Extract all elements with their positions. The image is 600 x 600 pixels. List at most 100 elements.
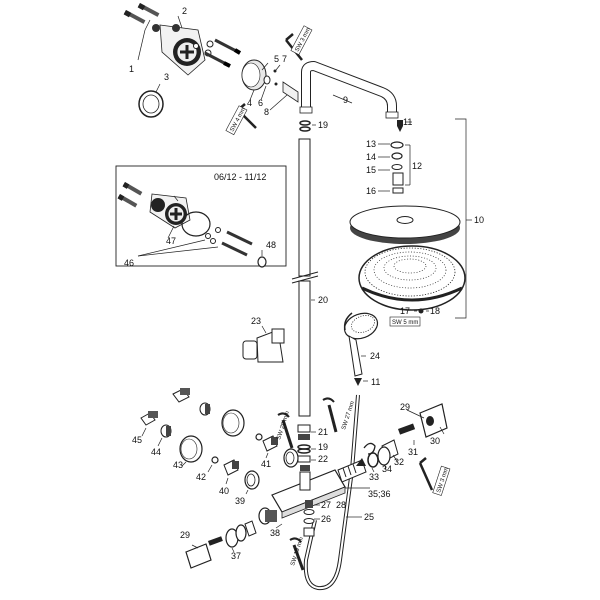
callout-32: 32 [394,457,404,467]
sw3-bottom-label: SW 3 mm [432,465,451,496]
sw5-label: SW 5 mm [389,316,421,327]
callout-9: 9 [343,95,348,105]
shower-holder [242,325,285,363]
callout-24: 24 [370,351,380,361]
shower-arm [299,61,399,119]
callout-38: 38 [270,528,280,538]
faceplate-screw [414,308,429,314]
washer [206,40,214,48]
hose-cone-11 [354,378,368,386]
sw20-label: SW 20 mm [276,411,291,441]
wrench-sw27 [322,397,338,433]
callout-47: 47 [166,236,176,246]
callout-15: 15 [366,165,376,175]
thermostat-body [271,458,370,519]
connector-45 [140,388,190,437]
overhead-shower-body [349,205,461,244]
callout-42: 42 [196,472,206,482]
callout-45: 45 [132,435,142,445]
callout-27: 27 [321,500,331,510]
callout-3: 3 [164,72,169,82]
group-bracket-10 [455,118,467,319]
callout-20: 20 [318,295,328,305]
callout-43: 43 [173,460,183,470]
head-connector-parts [378,120,412,194]
svg-text:SW 27 mm: SW 27 mm [341,401,356,431]
plate-hole [152,24,160,32]
inset-screw [122,181,143,196]
callout-39: 39 [235,496,245,506]
screw-right-a [214,38,242,55]
callout-11-bottom: 11 [371,377,380,387]
callout-4: 4 [247,98,252,108]
screw-1b [137,2,160,17]
callout-18: 18 [430,306,440,316]
screw-1a [123,10,146,24]
nipple-40 [223,435,278,485]
nut-44 [157,402,211,447]
screw-right-b [204,51,231,68]
wrench-sw19 [289,537,305,571]
svg-text:SW 5 mm: SW 5 mm [392,320,418,326]
inset-small-ring [257,256,267,268]
callout-19-top: 19 [318,120,328,130]
callout-12: 12 [412,161,422,171]
plate-hole [172,24,180,32]
callout-28: 28 [336,500,346,510]
inset-seal-ring [181,211,211,237]
callout-14: 14 [366,152,376,162]
rosette-39 [244,448,299,495]
sw19-label: SW 19 mm [290,537,305,567]
handle-adapter-parts [363,439,399,473]
diverter-parts [303,500,320,537]
sw3-top-label: SW 3 mm [290,25,313,56]
callout-35-36: 35;36 [368,489,391,499]
callout-48: 48 [266,240,276,250]
inset-screw [117,193,138,208]
callout-17: 17 [400,306,410,316]
inset-panel [115,165,287,268]
callout-2: 2 [182,6,187,16]
washer [193,43,199,49]
callout-40: 40 [219,486,229,496]
sw4-label: SW 4 mm [225,105,248,136]
wall-rosette [241,59,299,111]
callout-41: 41 [261,459,271,469]
rosette-43 [179,409,245,467]
overhead-shower-faceplate [358,245,466,311]
svg-text:SW 20 mm: SW 20 mm [276,411,291,441]
callout-29-right: 29 [400,402,410,412]
callout-37: 37 [231,551,241,561]
check-valve-38 [258,507,283,529]
flow-handle [185,520,257,569]
callout-16: 16 [366,186,376,196]
wall-bracket-group [123,2,242,76]
callout-22: 22 [318,454,328,464]
callout-30: 30 [430,436,440,446]
callout-46: 46 [124,258,134,268]
callout-1: 1 [129,64,134,74]
callout-25: 25 [364,512,374,522]
callout-11-top: 11 [403,117,412,127]
callout-26: 26 [321,514,331,524]
callout-23: 23 [251,316,261,326]
hand-shower [343,312,379,377]
hex-key-sw3-bottom [418,457,434,491]
callout-33: 33 [369,472,379,482]
callout-6: 6 [258,98,263,108]
callout-34: 34 [382,464,392,474]
callout-31: 31 [408,447,418,457]
sw27-label: SW 27 mm [341,401,356,431]
cover-cap [138,83,164,118]
callout-19-bottom: 19 [318,442,328,452]
callout-44: 44 [151,447,161,457]
callout-7: 7 [282,54,287,64]
o-rings-top [299,120,316,132]
callout-21: 21 [318,427,328,437]
callout-13: 13 [366,139,376,149]
inset-date-range: 06/12 - 11/12 [214,172,266,182]
riser-pipe [291,138,319,417]
